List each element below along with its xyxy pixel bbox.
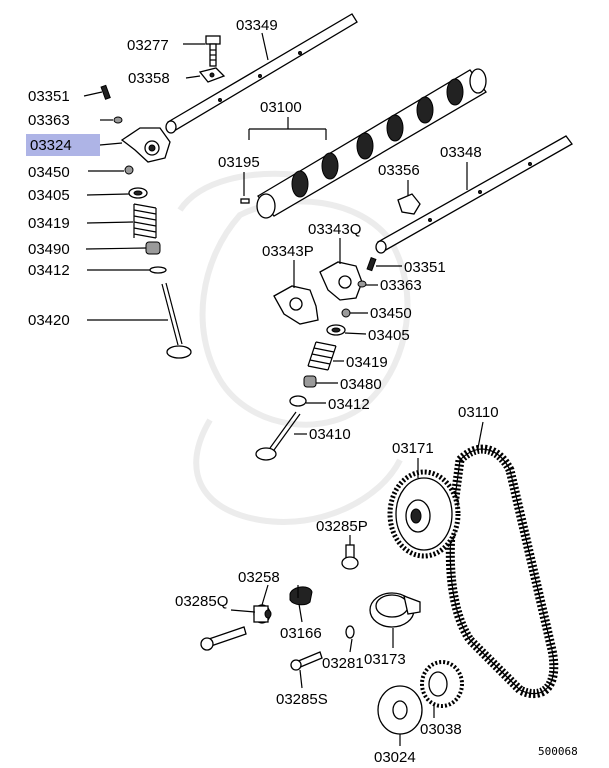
label-03358[interactable]: 03358 — [128, 70, 170, 87]
label-03024[interactable]: 03024 — [374, 749, 416, 766]
label-03412-right[interactable]: 03412 — [328, 396, 370, 413]
label-03343q[interactable]: 03343Q — [308, 221, 361, 238]
label-03281[interactable]: 03281 — [322, 655, 364, 672]
cap-03450-right[interactable] — [341, 308, 351, 318]
adjusting-screw-03351-right[interactable] — [366, 257, 377, 272]
label-03285s[interactable]: 03285S — [276, 691, 328, 708]
label-03405-left[interactable]: 03405 — [28, 187, 70, 204]
highlight-box-03324 — [26, 134, 100, 156]
label-03363-right[interactable]: 03363 — [380, 277, 422, 294]
label-03277[interactable]: 03277 — [127, 37, 169, 54]
diagram-id: 500068 — [538, 745, 578, 758]
valve-spring-03419-right[interactable] — [307, 341, 337, 371]
valve-spring-03419-left[interactable] — [133, 203, 157, 239]
label-03324[interactable]: 03324 — [30, 137, 72, 154]
label-03258[interactable]: 03258 — [238, 569, 280, 586]
label-03363-left[interactable]: 03363 — [28, 112, 70, 129]
stem-seal-03490[interactable] — [145, 241, 161, 255]
cap-03450-left[interactable] — [124, 165, 134, 175]
retainer-03405-left[interactable] — [128, 187, 148, 199]
label-03419-left[interactable]: 03419 — [28, 215, 70, 232]
leader-lines — [83, 32, 484, 746]
label-03450-right[interactable]: 03450 — [370, 305, 412, 322]
nut-03363-right[interactable] — [357, 280, 367, 288]
timing-belt-03110[interactable] — [445, 444, 559, 699]
rocker-arm-03343q[interactable] — [319, 261, 363, 301]
label-03173[interactable]: 03173 — [364, 651, 406, 668]
washer-03281[interactable] — [345, 625, 355, 639]
rocker-shaft-03348[interactable] — [375, 135, 573, 254]
spring-seat-03412-right[interactable] — [289, 395, 307, 407]
label-03450-left[interactable]: 03450 — [28, 164, 70, 181]
label-03405-right[interactable]: 03405 — [368, 327, 410, 344]
bolt-03285p[interactable] — [341, 544, 359, 570]
label-03285p[interactable]: 03285P — [316, 518, 368, 535]
valve-03420[interactable] — [161, 282, 192, 359]
label-03166[interactable]: 03166 — [280, 625, 322, 642]
retainer-03405-right[interactable] — [326, 324, 346, 336]
camshaft-sprocket-03171[interactable] — [387, 469, 461, 559]
nut-03363-left[interactable] — [113, 116, 123, 124]
label-03343p[interactable]: 03343P — [262, 243, 314, 260]
bolt-03285q[interactable] — [200, 626, 247, 651]
label-03420[interactable]: 03420 — [28, 312, 70, 329]
label-03348[interactable]: 03348 — [440, 144, 482, 161]
stem-seal-03480[interactable] — [303, 375, 317, 388]
rocker-arm-03324[interactable] — [120, 127, 171, 163]
watermark-emblem — [177, 170, 411, 525]
tensioner-spring-03166[interactable] — [289, 586, 313, 606]
bolt-03285s[interactable] — [290, 651, 323, 671]
label-03171[interactable]: 03171 — [392, 440, 434, 457]
label-03480[interactable]: 03480 — [340, 376, 382, 393]
part-labels: 03277 03349 03358 03351 03363 03324 0345… — [28, 17, 578, 766]
spacer-03258[interactable] — [253, 604, 272, 624]
label-03412-left[interactable]: 03412 — [28, 262, 70, 279]
valve-03410[interactable] — [255, 411, 301, 461]
adjusting-screw-03351-left[interactable] — [100, 84, 111, 100]
label-03349[interactable]: 03349 — [236, 17, 278, 34]
label-03351-right[interactable]: 03351 — [404, 259, 446, 276]
stopper-03356[interactable] — [397, 193, 421, 215]
stopper-03358[interactable] — [198, 67, 226, 83]
bolt-03277[interactable] — [205, 35, 221, 67]
label-03356[interactable]: 03356 — [378, 162, 420, 179]
label-03419-right[interactable]: 03419 — [346, 354, 388, 371]
label-03110[interactable]: 03110 — [458, 404, 499, 421]
flange-03024[interactable] — [377, 685, 423, 735]
crankshaft-sprocket-03038[interactable] — [420, 660, 464, 708]
label-03490[interactable]: 03490 — [28, 241, 70, 258]
label-03100[interactable]: 03100 — [260, 99, 302, 116]
label-03195[interactable]: 03195 — [218, 154, 260, 171]
label-03038[interactable]: 03038 — [420, 721, 462, 738]
rocker-shaft-03349[interactable] — [165, 13, 358, 134]
label-03410[interactable]: 03410 — [309, 426, 351, 443]
spring-seat-03412-left[interactable] — [149, 266, 167, 274]
label-03285q[interactable]: 03285Q — [175, 593, 228, 610]
rocker-arm-03343p[interactable] — [273, 285, 319, 325]
label-03351-left[interactable]: 03351 — [28, 88, 70, 105]
pin-03195[interactable] — [240, 198, 250, 204]
camshaft-03100[interactable] — [256, 68, 487, 219]
tensioner-03173[interactable] — [369, 592, 421, 628]
